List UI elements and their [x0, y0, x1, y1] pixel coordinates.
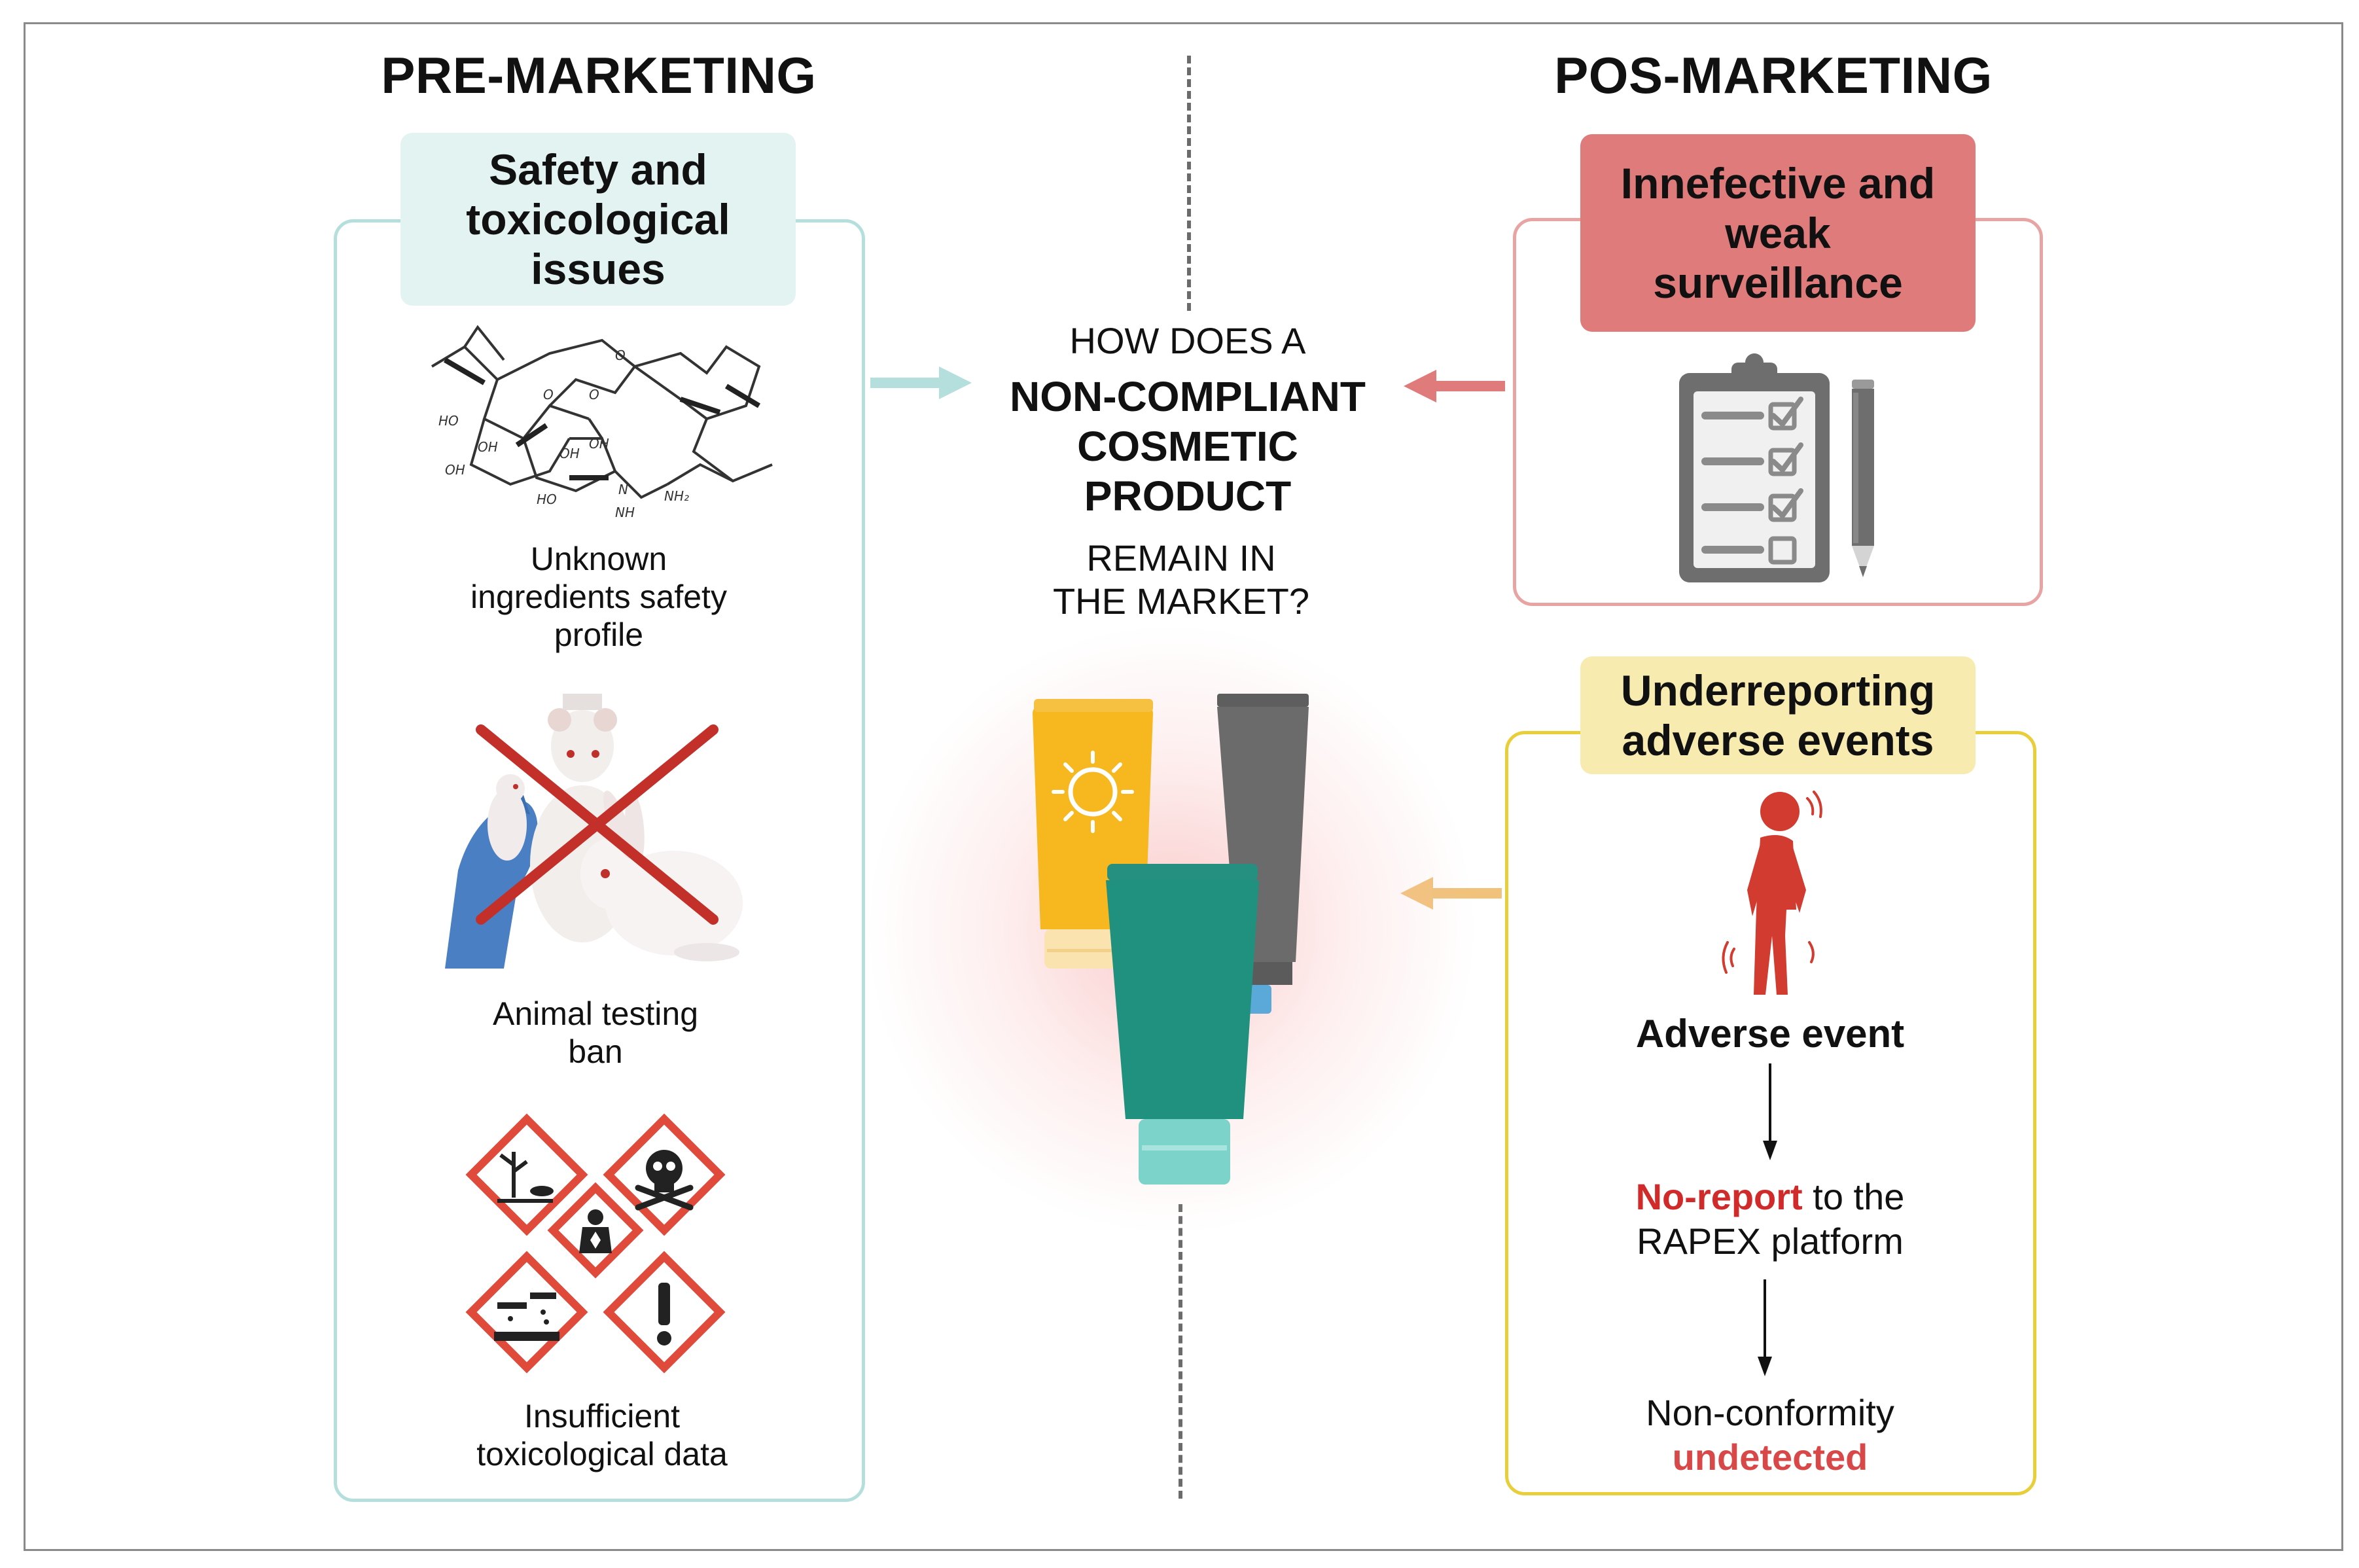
unknown-ingredients-caption: Unknown ingredients safety profile — [399, 540, 798, 654]
svg-text:O: O — [543, 387, 554, 402]
divider-bottom — [1179, 1204, 1182, 1499]
arrow-down-icon — [1758, 1279, 1772, 1376]
chemical-structure-icon: HO OH OH OH OH HO N NH₂ NH O O O — [431, 325, 773, 520]
svg-text:NH: NH — [615, 505, 635, 520]
pre-marketing-title: PRE-MARKETING — [381, 46, 817, 104]
caption-line: ban — [568, 1033, 623, 1070]
question-bold-3: PRODUCT — [1084, 472, 1292, 520]
tag-line: surveillance — [1653, 258, 1903, 307]
animal-testing-ban-icon — [445, 694, 743, 969]
svg-text:N: N — [618, 482, 628, 497]
tag-line: Underreporting — [1620, 666, 1936, 715]
underreporting-tag: Underreporting adverse events — [1580, 656, 1976, 774]
clipboard-checklist-icon — [1679, 353, 1874, 582]
tag-line: issues — [531, 245, 665, 293]
tag-line: weak — [1725, 209, 1831, 257]
caption-line: profile — [554, 616, 644, 653]
caption-line: Unknown — [530, 541, 667, 577]
hazard-pictograms-icon — [465, 1113, 726, 1374]
svg-text:OH: OH — [445, 462, 465, 478]
caption-line: Insufficient — [523, 1398, 681, 1434]
non-conformity-line: Non-conformity — [1646, 1392, 1894, 1433]
toxicological-data-caption: Insufficient toxicological data — [399, 1397, 805, 1473]
tag-line: Safety and — [489, 145, 707, 194]
question-line-1: HOW DOES A — [1069, 320, 1306, 361]
undetected-highlight: undetected — [1672, 1436, 1868, 1478]
sick-person-icon — [1722, 791, 1822, 995]
pos-marketing-title: POS-MARKETING — [1554, 46, 1993, 104]
svg-text:O: O — [589, 387, 599, 402]
figure-frame — [24, 22, 2343, 1551]
tag-line: toxicological — [466, 195, 730, 243]
adverse-event-label: Adverse event — [1635, 1012, 1905, 1056]
no-report-highlight: No-report — [1635, 1176, 1803, 1217]
cosmetic-tubes-icon — [1033, 694, 1309, 1185]
divider-top — [1187, 56, 1191, 311]
question-line-2: REMAIN IN — [1086, 537, 1276, 579]
tag-line: adverse events — [1622, 716, 1934, 764]
caption-line: Animal testing — [492, 995, 699, 1032]
arrow-left-icon — [1400, 877, 1502, 910]
question-line-3: THE MARKET? — [1052, 580, 1310, 622]
arrow-down-icon — [1763, 1063, 1777, 1160]
surveillance-tag: Innefective and weak surveillance — [1580, 134, 1976, 332]
safety-toxicological-tag: Safety and toxicological issues — [400, 133, 796, 306]
question-bold-1: NON-COMPLIANT — [1010, 373, 1366, 420]
report-line-2: RAPEX platform — [1637, 1221, 1904, 1262]
caption-line: toxicological data — [476, 1436, 728, 1472]
svg-text:HO: HO — [537, 491, 557, 507]
report-rest: to the — [1802, 1176, 1905, 1217]
tag-line: Innefective and — [1620, 159, 1936, 207]
svg-text:O: O — [615, 347, 626, 363]
svg-text:HO: HO — [438, 413, 459, 429]
svg-text:NH₂: NH₂ — [664, 488, 689, 504]
svg-text:OH: OH — [478, 439, 498, 455]
arrow-right-icon — [870, 366, 972, 399]
question-bold-2: COSMETIC — [1077, 423, 1298, 470]
svg-text:OH: OH — [559, 446, 580, 461]
non-conformity-text: Non-conformity undetected — [1557, 1391, 1983, 1480]
caption-line: ingredients safety — [470, 579, 727, 615]
arrow-left-icon — [1404, 370, 1505, 402]
svg-text:OH: OH — [589, 436, 609, 452]
no-report-text: No-report to the RAPEX platform — [1557, 1175, 1983, 1264]
animal-testing-caption: Animal testing ban — [399, 995, 792, 1071]
